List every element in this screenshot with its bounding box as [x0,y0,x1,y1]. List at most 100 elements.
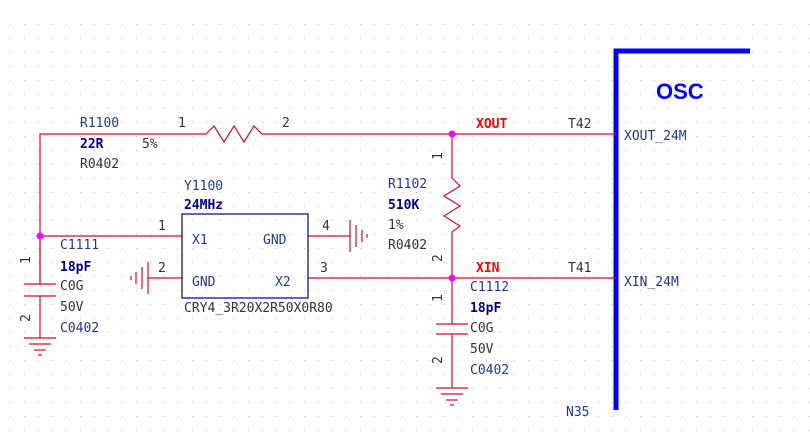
grid-dot [248,66,249,67]
grid-dot [136,108,137,109]
grid-dot [528,108,529,109]
ground-symbol-c1112 [436,387,468,406]
grid-dot [206,108,207,109]
grid-dot [402,164,403,165]
grid-dot [808,178,809,179]
grid-dot [220,192,221,193]
grid-dot [584,178,585,179]
grid-dot [388,192,389,193]
grid-dot [108,220,109,221]
grid-dot [766,332,767,333]
grid-dot [164,374,165,375]
grid-dot [80,136,81,137]
grid-dot [654,276,655,277]
grid-dot [150,402,151,403]
grid-dot [528,276,529,277]
grid-dot [108,304,109,305]
grid-dot [584,164,585,165]
grid-dot [108,150,109,151]
grid-dot [486,276,487,277]
grid-dot [528,262,529,263]
grid-dot [178,122,179,123]
grid-dot [178,66,179,67]
grid-dot [262,276,263,277]
grid-dot [668,164,669,165]
grid-dot [318,248,319,249]
crystal-y1100[interactable]: Y1100 24MHz CRY4_3R20X2R50X0R80 X1 GND G… [158,179,333,316]
grid-dot [178,164,179,165]
grid-dot [136,402,137,403]
grid-dot [388,220,389,221]
grid-dot [738,374,739,375]
grid-dot [486,80,487,81]
grid-dot [402,388,403,389]
grid-dot [234,206,235,207]
grid-dot [178,430,179,431]
grid-dot [178,402,179,403]
grid-dot [66,346,67,347]
grid-dot [542,136,543,137]
grid-dot [584,66,585,67]
capacitor-c1111[interactable]: C1111 18pF C0G 50V C0402 1 2 [19,238,99,336]
grid-dot [332,332,333,333]
grid-dot [626,304,627,305]
grid-dot [808,346,809,347]
grid-dot [472,388,473,389]
grid-dot [220,66,221,67]
grid-dot [346,178,347,179]
grid-dot [626,248,627,249]
grid-dot [66,192,67,193]
grid-dot [668,122,669,123]
grid-dot [248,374,249,375]
grid-dot [360,416,361,417]
grid-dot [472,66,473,67]
grid-dot [10,108,11,109]
grid-dot [332,206,333,207]
grid-dot [290,290,291,291]
grid-dot [108,416,109,417]
grid-dot [136,164,137,165]
grid-dot [150,80,151,81]
grid-dot [500,80,501,81]
grid-dot [248,276,249,277]
grid-dot [752,248,753,249]
grid-dot [80,122,81,123]
grid-dot [570,304,571,305]
grid-dot [402,108,403,109]
grid-dot [24,248,25,249]
grid-dot [94,402,95,403]
grid-dot [486,66,487,67]
grid-dot [178,290,179,291]
grid-dot [388,136,389,137]
grid-dot [584,206,585,207]
grid-dot [654,388,655,389]
grid-dot [598,402,599,403]
grid-dot [500,206,501,207]
osc-block[interactable]: OSC XOUT_24M XIN_24M N35 [566,48,750,420]
grid-dot [80,388,81,389]
grid-dot [500,94,501,95]
grid-dot [486,164,487,165]
grid-dot [794,276,795,277]
grid-dot [24,318,25,319]
grid-dot [654,248,655,249]
grid-dot [654,402,655,403]
grid-dot [220,38,221,39]
grid-dot [584,276,585,277]
grid-dot [304,248,305,249]
capacitor-c1112[interactable]: C1112 18pF C0G 50V C0402 1 2 [431,280,509,378]
grid-dot [766,220,767,221]
grid-dot [570,192,571,193]
grid-dot [10,192,11,193]
grid-dot [178,150,179,151]
grid-dot [304,94,305,95]
grid-dot [304,150,305,151]
grid-dot [374,206,375,207]
c1111-voltage: 50V [60,300,84,315]
resistor-r1102[interactable]: R1102 510K 1% R0402 1 2 [388,152,462,262]
grid-dot [528,52,529,53]
grid-dot [794,430,795,431]
grid-dot [374,262,375,263]
resistor-r1100[interactable]: R1100 22R 5% R0402 1 2 [80,116,290,172]
grid-dot [780,360,781,361]
